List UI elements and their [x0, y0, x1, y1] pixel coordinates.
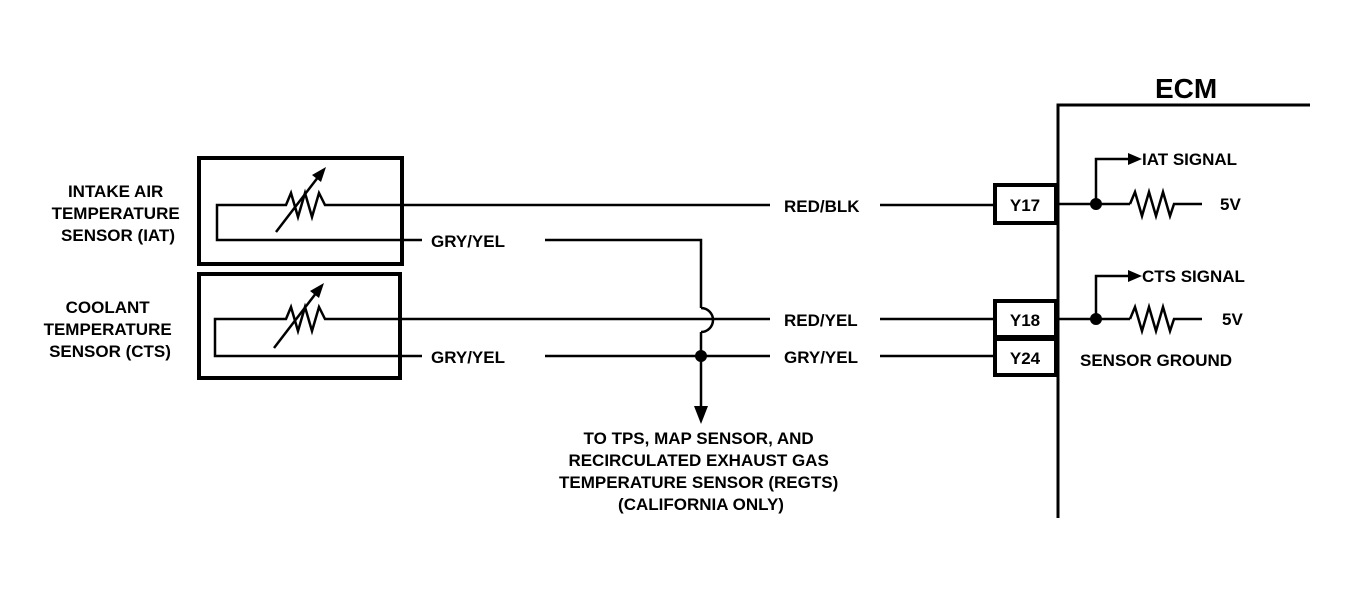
cts-sensor: COOLANT TEMPERATURE SENSOR (CTS) — [44, 272, 422, 380]
cts-thermistor-arrowhead-icon — [310, 283, 324, 298]
ecm-sensor-ground-label: SENSOR GROUND — [1080, 351, 1232, 370]
cts-thermistor-arrow-icon — [273, 287, 321, 349]
iat-signal-wire-label: RED/BLK — [784, 197, 860, 216]
iat-sensor-loop — [215, 203, 422, 242]
ecm-cts-circuit: CTS SIGNAL 5V SENSOR GROUND — [1058, 267, 1245, 370]
cts-sensor-box — [197, 272, 402, 380]
ecm-iat-signal-label: IAT SIGNAL — [1142, 150, 1237, 169]
wires: RED/BLK GRY/YEL RED/YEL GRY/YEL GRY/YEL — [332, 197, 993, 424]
iat-ground-wire — [545, 238, 703, 308]
iat-label: INTAKE AIR TEMPERATURE SENSOR (IAT) — [52, 182, 185, 245]
pin-y18-label: Y18 — [1010, 311, 1040, 330]
iat-thermistor-arrow-icon — [275, 171, 323, 233]
iat-sensor: INTAKE AIR TEMPERATURE SENSOR (IAT) — [52, 156, 422, 266]
iat-sensor-box — [197, 156, 404, 266]
ecm-iat-voltage-label: 5V — [1220, 195, 1241, 214]
ground-splice-dot — [695, 350, 707, 362]
ecm-title: ECM — [1155, 73, 1217, 104]
ecm-cts-voltage-label: 5V — [1222, 310, 1243, 329]
cts-thermistor-icon — [280, 302, 332, 336]
pin-connectors: Y17 Y18 Y24 — [993, 183, 1058, 377]
ecm-cts-signal-branch — [1094, 274, 1130, 319]
cts-sensor-loop — [213, 317, 422, 358]
ground-down-arrow-icon — [694, 406, 708, 424]
ecm-cts-signal-label: CTS SIGNAL — [1142, 267, 1245, 286]
ecm-iat-pullup-resistor-icon — [1128, 187, 1202, 221]
ecm-iat-signal-arrow-icon — [1128, 153, 1142, 165]
ecm-cts-signal-arrow-icon — [1128, 270, 1142, 282]
pin-y24-label: Y24 — [1010, 349, 1041, 368]
ecm-outline — [1056, 103, 1310, 518]
cts-ground-wire-label-left: GRY/YEL — [431, 348, 505, 367]
ecm-cts-pullup-resistor-icon — [1128, 302, 1202, 336]
ecm-iat-circuit: IAT SIGNAL 5V — [1058, 150, 1241, 221]
ecm-module: ECM — [1056, 73, 1310, 518]
iat-ground-wire-label: GRY/YEL — [431, 232, 505, 251]
cts-label: COOLANT TEMPERATURE SENSOR (CTS) — [44, 298, 177, 361]
iat-thermistor-arrowhead-icon — [312, 167, 326, 182]
ground-destination-note: TO TPS, MAP SENSOR, AND RECIRCULATED EXH… — [559, 429, 843, 514]
cts-signal-wire-label: RED/YEL — [784, 311, 858, 330]
pin-y17-label: Y17 — [1010, 196, 1040, 215]
pin-y24-box — [993, 337, 1058, 377]
cts-ground-wire-label-right: GRY/YEL — [784, 348, 858, 367]
ecm-iat-signal-branch — [1094, 157, 1130, 204]
pin-y17-box — [993, 183, 1058, 225]
iat-thermistor-icon — [280, 188, 332, 222]
